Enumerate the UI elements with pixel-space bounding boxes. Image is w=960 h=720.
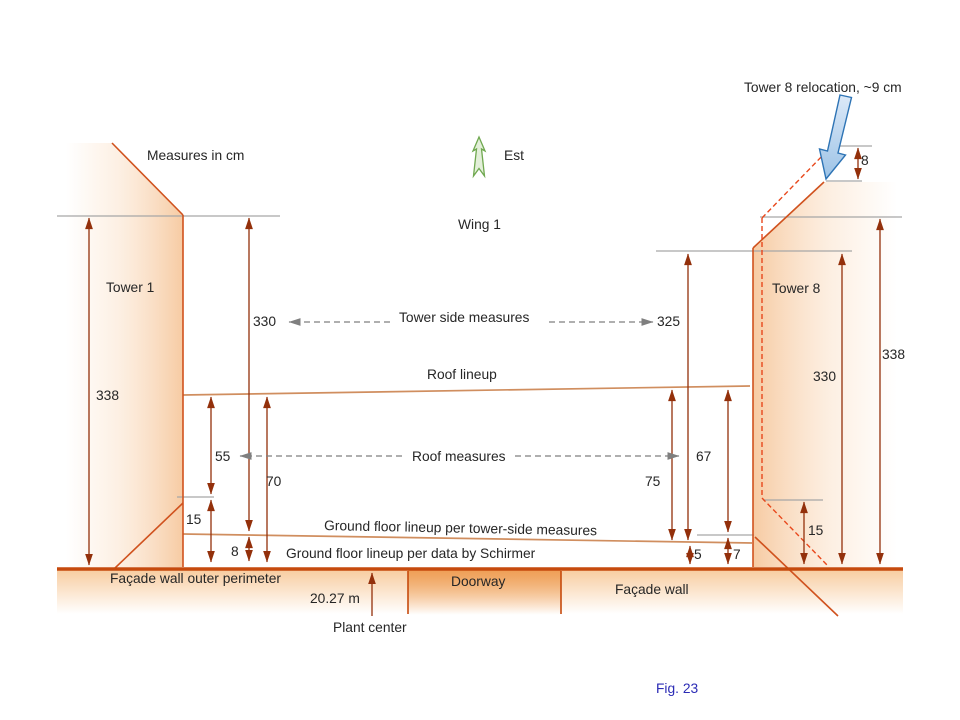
ground-lineup-line bbox=[182, 533, 753, 544]
tower-1-shape bbox=[66, 143, 183, 567]
dim-label-relocation-8: 8 bbox=[861, 153, 869, 168]
label-relocation-title: Tower 8 relocation, ~9 cm bbox=[744, 80, 902, 95]
tower1-base-diagonal bbox=[114, 502, 184, 569]
roof-lineup-line bbox=[182, 385, 751, 396]
label-facade-outer: Façade wall outer perimeter bbox=[110, 571, 281, 586]
relocation-arrow-icon bbox=[818, 94, 853, 181]
dim-label-tower1-15: 15 bbox=[186, 512, 202, 527]
dim-label-tower8-330: 330 bbox=[813, 369, 836, 384]
figure-caption: Fig. 23 bbox=[656, 681, 699, 696]
tower1-roof-slope bbox=[111, 142, 184, 216]
label-units: Measures in cm bbox=[147, 148, 244, 163]
dim-label-tower8-75: 75 bbox=[645, 474, 661, 489]
dim-label-tower1-8: 8 bbox=[231, 544, 239, 559]
tower8-original-position bbox=[761, 151, 829, 567]
label-facade-wall: Façade wall bbox=[615, 582, 689, 597]
tower-8-shape bbox=[753, 182, 897, 567]
east-compass-arrow-icon bbox=[471, 135, 487, 179]
label-tower8: Tower 8 bbox=[772, 281, 821, 296]
annotation-arrows bbox=[239, 318, 680, 460]
label-wing: Wing 1 bbox=[458, 217, 501, 232]
label-ground-schirmer: Ground floor lineup per data by Schirmer bbox=[286, 546, 536, 561]
label-tower1: Tower 1 bbox=[106, 280, 154, 295]
dim-label-tower8-15: 15 bbox=[808, 523, 824, 538]
label-ground-tower-side: Ground floor lineup per tower-side measu… bbox=[324, 518, 597, 538]
dimension-arrows bbox=[85, 147, 884, 616]
doorway-band bbox=[408, 570, 561, 615]
dim-label-tower8-67: 67 bbox=[696, 449, 711, 464]
tower8-roof-slope bbox=[752, 181, 825, 249]
dim-label-tower1-338: 338 bbox=[96, 388, 119, 403]
dim-label-tower8-325: 325 bbox=[657, 314, 680, 329]
label-roof-lineup: Roof lineup bbox=[427, 367, 497, 382]
dim-label-tower1-330: 330 bbox=[253, 314, 276, 329]
label-roof-measures: Roof measures bbox=[412, 449, 506, 464]
label-plant-width: 20.27 m bbox=[310, 591, 360, 606]
tower8-original-roof-slope bbox=[761, 151, 827, 219]
label-plant-center: Plant center bbox=[333, 620, 407, 635]
label-tower-side-measures: Tower side measures bbox=[399, 310, 529, 325]
label-doorway: Doorway bbox=[451, 574, 506, 589]
dim-label-tower1-70: 70 bbox=[266, 474, 282, 489]
dim-label-tower1-55: 55 bbox=[215, 449, 231, 464]
tower8-base-diagonal bbox=[754, 536, 839, 617]
structure-outlines bbox=[111, 142, 839, 617]
dim-label-tower8-7: 7 bbox=[733, 547, 741, 562]
dim-label-tower8-338: 338 bbox=[882, 347, 905, 362]
dim-label-tower8-5: 5 bbox=[694, 547, 702, 562]
label-compass: Est bbox=[504, 148, 524, 163]
